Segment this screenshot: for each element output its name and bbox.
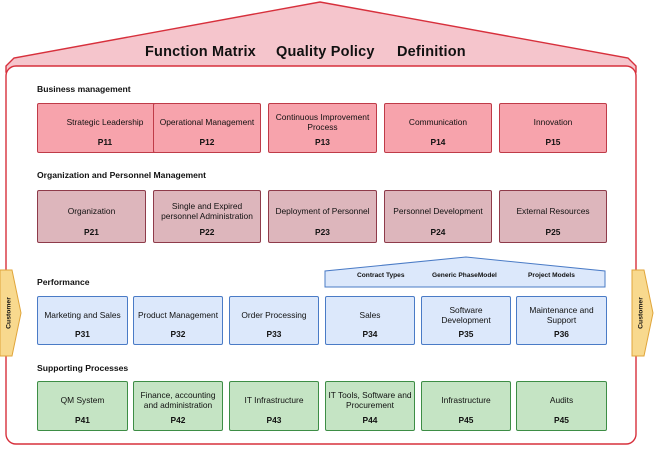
section-title-business-management: Business management <box>37 84 131 94</box>
process-code: P22 <box>199 227 215 237</box>
mini-roof-label-generic-phase-model: Generic PhaseModel <box>432 272 497 279</box>
process-code: P21 <box>84 227 99 237</box>
process-code: P25 <box>545 227 561 237</box>
process-label: IT Tools, Software and Procurement <box>328 390 412 410</box>
process-code: P43 <box>266 415 282 425</box>
process-label: Organization <box>67 205 116 216</box>
process-box-p42[interactable]: Finance, accounting and administration P… <box>133 381 223 431</box>
process-box-p25[interactable]: External Resources P25 <box>499 190 607 243</box>
process-box-p43[interactable]: IT Infrastructure P43 <box>229 381 319 431</box>
process-code: P42 <box>170 415 186 425</box>
process-code: P34 <box>362 329 378 339</box>
roof-title-function-matrix: Function Matrix <box>145 44 256 60</box>
process-label: Continuous Improvement Process <box>275 112 370 132</box>
house-roof <box>5 1 637 73</box>
customer-label-left: Customer <box>5 297 13 329</box>
process-label: Order Processing <box>241 309 307 320</box>
process-box-p22[interactable]: Single and Expired personnel Administrat… <box>153 190 261 243</box>
process-box-p34[interactable]: Sales P34 <box>325 296 415 345</box>
process-label: Software Development <box>441 304 491 325</box>
process-box-p36[interactable]: Maintenance and Support P36 <box>516 296 607 345</box>
process-code: P32 <box>170 329 186 339</box>
process-code: P13 <box>315 137 330 147</box>
process-label: Audits <box>549 395 574 405</box>
section-title-performance: Performance <box>37 277 90 287</box>
customer-arrow-left <box>0 269 22 357</box>
process-label: Product Management <box>137 309 219 320</box>
process-code: P15 <box>545 137 561 147</box>
section-title-organization-personnel: Organization and Personnel Management <box>37 170 207 180</box>
customer-label-right: Customer <box>637 297 645 329</box>
process-box-p11[interactable]: Strategic Leadership P11 <box>37 103 173 153</box>
mini-roof-label-project-models: Project Models <box>528 272 575 279</box>
process-code: P33 <box>266 329 282 339</box>
process-box-p31[interactable]: Marketing and Sales P31 <box>37 296 128 345</box>
process-label: Innovation <box>533 117 573 127</box>
process-code: P12 <box>199 137 215 147</box>
process-label: Personnel Development <box>393 205 483 216</box>
process-box-p41[interactable]: QM System P41 <box>37 381 128 431</box>
process-box-p33[interactable]: Order Processing P33 <box>229 296 319 345</box>
process-label: Communication <box>408 117 468 127</box>
process-label: External Resources <box>516 205 590 216</box>
process-box-p15[interactable]: Innovation P15 <box>499 103 607 153</box>
process-box-p32[interactable]: Product Management P32 <box>133 296 223 345</box>
process-code: P36 <box>554 329 569 339</box>
mini-roof-label-contract-types: Contract Types <box>357 272 405 279</box>
process-label: Single and Expired personnel Administrat… <box>161 200 253 221</box>
process-code: P45 <box>458 415 474 425</box>
process-box-p24[interactable]: Personnel Development P24 <box>384 190 492 243</box>
process-code: P44 <box>362 415 378 425</box>
process-box-p21[interactable]: Organization P21 <box>37 190 146 243</box>
process-label: Finance, accounting and administration <box>140 390 216 410</box>
performance-mini-roof <box>324 256 606 288</box>
process-code: P23 <box>315 227 330 237</box>
section-title-supporting-processes: Supporting Processes <box>37 363 129 373</box>
process-code: P35 <box>458 329 474 339</box>
process-code: P14 <box>430 137 446 147</box>
customer-arrow-right <box>631 269 654 357</box>
process-label: Marketing and Sales <box>44 309 121 320</box>
process-label: Sales <box>359 309 381 320</box>
roof-title-definition: Definition <box>397 44 466 60</box>
process-label: IT Infrastructure <box>244 395 304 405</box>
process-code: P41 <box>75 415 90 425</box>
process-code: P11 <box>97 137 113 147</box>
process-code: P24 <box>430 227 446 237</box>
process-label: Deployment of Personnel <box>275 205 370 216</box>
process-label: Operational Management <box>159 117 255 127</box>
process-code: P31 <box>75 329 90 339</box>
process-box-p12[interactable]: Operational Management P12 <box>153 103 261 153</box>
process-box-p23[interactable]: Deployment of Personnel P23 <box>268 190 377 243</box>
process-label: QM System <box>60 395 105 405</box>
process-box-p45-audits[interactable]: Audits P45 <box>516 381 607 431</box>
process-label: Strategic Leadership <box>66 117 144 127</box>
process-box-p35[interactable]: Software Development P35 <box>421 296 511 345</box>
process-box-p44[interactable]: IT Tools, Software and Procurement P44 <box>325 381 415 431</box>
process-box-p45-infrastructure[interactable]: Infrastructure P45 <box>421 381 511 431</box>
house-body <box>5 65 637 445</box>
process-box-p14[interactable]: Communication P14 <box>384 103 492 153</box>
process-box-p13[interactable]: Continuous Improvement Process P13 <box>268 103 377 153</box>
process-label: Infrastructure <box>441 395 491 405</box>
process-code: P45 <box>554 415 569 425</box>
process-label: Maintenance and Support <box>529 304 594 325</box>
roof-title-quality-policy: Quality Policy <box>276 44 375 60</box>
